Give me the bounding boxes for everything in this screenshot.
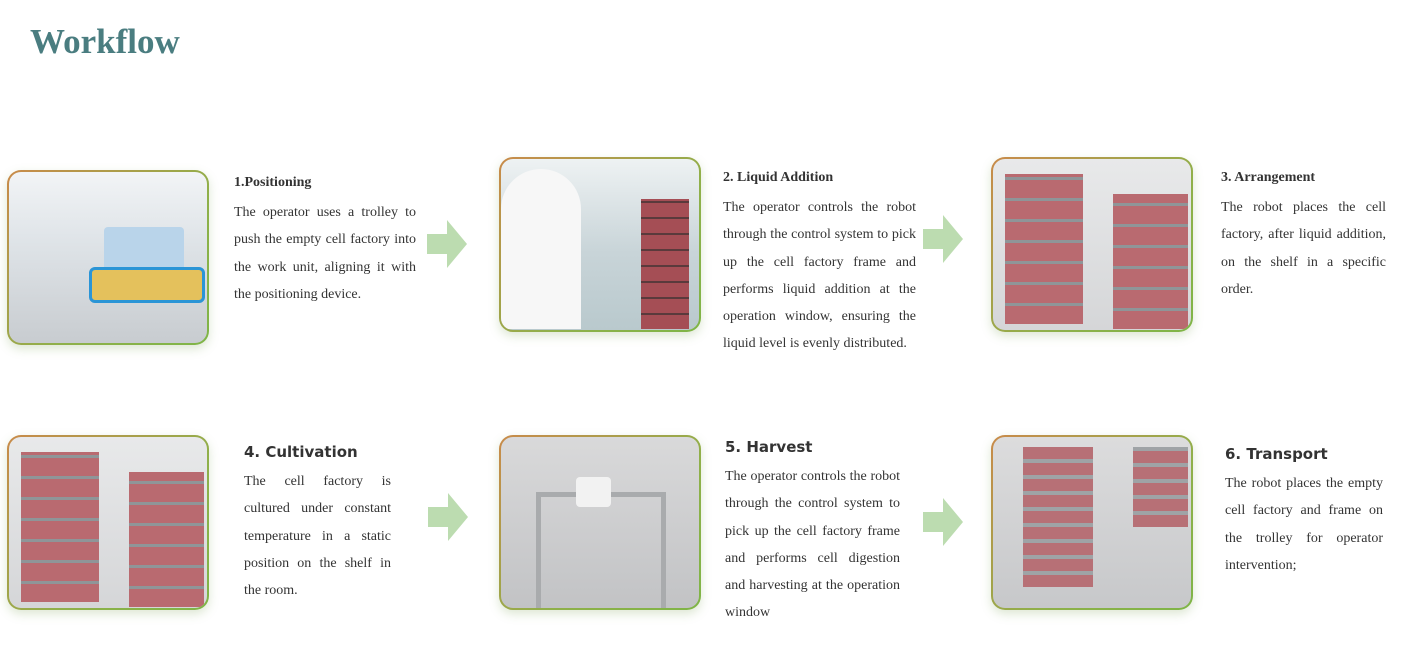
- step-1-heading: 1.Positioning: [234, 175, 312, 190]
- step-2-image: [499, 157, 701, 332]
- step-5-body: The operator controls the robot through …: [725, 469, 900, 621]
- step-6-image: [991, 435, 1193, 610]
- arrow-right-icon: [923, 215, 963, 263]
- arrow-right-icon: [428, 493, 468, 541]
- step-1-body: The operator uses a trolley to push the …: [234, 205, 416, 302]
- arrow-right-icon: [923, 498, 963, 546]
- step-6-text: 6. Transport The robot places the empty …: [1225, 444, 1383, 579]
- step-4-image: [7, 435, 209, 610]
- step-4-heading: 4. Cultivation: [244, 443, 358, 461]
- step-2-body: The operator controls the robot through …: [723, 200, 916, 352]
- step-2-text: 2. Liquid Addition The operator controls…: [723, 168, 916, 358]
- arrow-right-icon: [427, 220, 467, 268]
- step-2-heading: 2. Liquid Addition: [723, 170, 834, 185]
- step-5-heading: 5. Harvest: [725, 438, 813, 456]
- page-title: Workflow: [30, 22, 180, 61]
- step-1-text: 1.Positioning The operator uses a trolle…: [234, 173, 416, 308]
- step-4-body: The cell factory is cultured under const…: [244, 474, 391, 599]
- step-3-body: The robot places the cell factory, after…: [1221, 200, 1386, 297]
- step-1-image: [7, 170, 209, 345]
- step-6-body: The robot places the empty cell factory …: [1225, 476, 1383, 573]
- step-6-heading: 6. Transport: [1225, 445, 1328, 463]
- step-4-text: 4. Cultivation The cell factory is cultu…: [244, 442, 391, 604]
- step-3-image: [991, 157, 1193, 332]
- step-3-text: 3. Arrangement The robot places the cell…: [1221, 168, 1386, 303]
- step-3-heading: 3. Arrangement: [1221, 170, 1316, 185]
- step-5-image: [499, 435, 701, 610]
- step-5-text: 5. Harvest The operator controls the rob…: [725, 437, 900, 627]
